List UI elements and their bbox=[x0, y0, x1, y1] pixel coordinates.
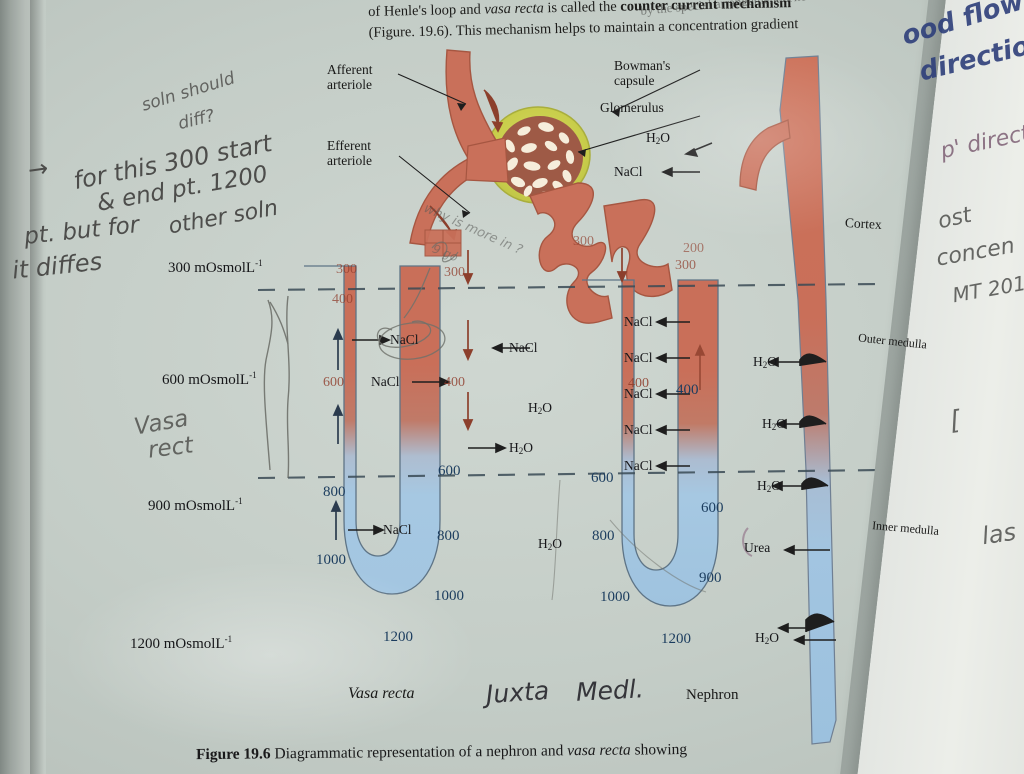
dct-number-200: 200 bbox=[683, 241, 704, 256]
label-afferent-arteriole: Afferent arteriole bbox=[327, 62, 372, 92]
nacl-nephron-2: NaCl bbox=[624, 350, 653, 365]
osm-900-sup: -1 bbox=[235, 496, 243, 506]
nacl-label-vr3: NaCl bbox=[383, 522, 412, 537]
osmolarity-1200: 1200 mOsmolL-1 bbox=[130, 634, 232, 653]
nacl-top-right: NaCl bbox=[614, 164, 643, 179]
h2o-cd-3: H2O bbox=[757, 478, 781, 494]
handwriting-top-1: soln should bbox=[139, 68, 238, 116]
page-glare-top bbox=[600, 40, 920, 240]
h2o-cd-4: H2O bbox=[755, 630, 779, 646]
label-efferent-arteriole: Efferent arteriole bbox=[327, 138, 372, 168]
afferent-line1: Afferent bbox=[327, 62, 373, 77]
bowmans-line2: capsule bbox=[614, 73, 655, 88]
handwriting-right-pencil-5: las bbox=[980, 517, 1018, 551]
osm-300-value: 300 mOsmolL bbox=[168, 260, 256, 276]
nacl-label-vr-out: NaCl bbox=[390, 332, 419, 347]
pct-number-300: 300 bbox=[573, 234, 594, 249]
handwriting-note-line3: other soln bbox=[166, 195, 280, 240]
nephron-number-400-asc: 400 bbox=[676, 382, 699, 398]
nephron-number-800-desc: 800 bbox=[592, 528, 615, 544]
nephron-number-600-desc: 600 bbox=[591, 470, 614, 486]
bowmans-line1: Bowman's bbox=[614, 58, 671, 73]
vr-number-800: 800 bbox=[323, 484, 346, 500]
nacl-nephron-3: NaCl bbox=[624, 386, 653, 401]
body-text-line1b: is called the bbox=[543, 0, 621, 17]
vr-number-1000-right: 1000 bbox=[434, 588, 464, 604]
nacl-nephron-1: NaCl bbox=[624, 314, 653, 329]
h2o-2: 2 bbox=[537, 406, 543, 416]
caption-vasa-recta: vasa recta bbox=[567, 741, 631, 760]
nephron-number-600-asc: 600 bbox=[701, 500, 724, 516]
page-glare-bottom bbox=[60, 560, 480, 750]
handwriting-juxta: Juxta bbox=[485, 675, 551, 710]
notebook-binding bbox=[0, 0, 46, 774]
handwriting-arrow: → bbox=[26, 153, 50, 185]
h2o-label-out-desc: H2O bbox=[509, 440, 533, 456]
h2o-cd-1: H2O bbox=[753, 354, 777, 370]
vr-number-600: 600 bbox=[323, 375, 344, 390]
handwriting-why-note2: 9 go bbox=[430, 241, 461, 265]
urea-label: Urea bbox=[744, 540, 771, 555]
osm-900-value: 900 mOsmolL bbox=[148, 498, 236, 514]
figure-number: Figure 19.6 bbox=[195, 745, 271, 764]
vr-number-600-right: 600 bbox=[438, 463, 461, 479]
h2o-cd-2: H2O bbox=[762, 416, 786, 432]
nephron-number-300-asc: 300 bbox=[675, 258, 696, 273]
label-cortex: Cortex bbox=[844, 215, 883, 232]
nacl-nephron-5: NaCl bbox=[624, 458, 653, 473]
nacl-nephron-4: NaCl bbox=[624, 422, 653, 437]
h2o-label-inner-left: H2O bbox=[538, 536, 562, 552]
nacl-label-vr2: NaCl bbox=[371, 374, 400, 389]
h2o-top-right: H2O bbox=[646, 130, 670, 146]
nephron-number-1200: 1200 bbox=[661, 631, 691, 647]
efferent-line1: Efferent bbox=[327, 138, 371, 153]
handwriting-top-2: diff? bbox=[176, 105, 217, 135]
vr-number-300: 300 bbox=[336, 262, 357, 277]
osmolarity-300: 300 mOsmolL-1 bbox=[168, 258, 263, 277]
osmolarity-600: 600 mOsmolL-1 bbox=[162, 370, 257, 389]
vr-number-400: 400 bbox=[332, 292, 353, 307]
body-text-vasa-recta-italic: vasa recta bbox=[484, 0, 544, 18]
h2o-label-left-mid: H2O bbox=[528, 400, 552, 416]
osm-1200-value: 1200 mOsmolL bbox=[130, 636, 225, 652]
label-glomerulus: Glomerulus bbox=[600, 100, 664, 115]
caption-text-a: Diagrammatic representation of a nephron… bbox=[270, 742, 568, 763]
h2o-h: H bbox=[528, 400, 538, 415]
vr-number-300-right: 300 bbox=[444, 265, 465, 280]
handwriting-margin-rect: rect bbox=[146, 432, 195, 464]
label-vasa-recta: Vasa recta bbox=[348, 685, 415, 702]
nephron-number-400-desc: 400 bbox=[628, 376, 649, 391]
label-bowmans-capsule: Bowman's capsule bbox=[614, 58, 670, 88]
afferent-line2: arteriole bbox=[327, 77, 372, 92]
body-text-line1a: of Henle's loop and bbox=[368, 1, 485, 20]
nephron-number-1000-desc: 1000 bbox=[600, 589, 630, 605]
osm-1200-sup: -1 bbox=[224, 634, 233, 644]
vr-number-1000: 1000 bbox=[316, 552, 346, 568]
label-nephron: Nephron bbox=[686, 687, 739, 703]
caption-text-b: showing bbox=[630, 740, 688, 759]
osm-300-sup: -1 bbox=[255, 258, 263, 268]
vr-number-400-right: 400 bbox=[444, 375, 465, 390]
nephron-number-900-asc: 900 bbox=[699, 570, 722, 586]
nacl-label-into-desc: NaCl bbox=[509, 340, 538, 355]
osmolarity-900: 900 mOsmolL-1 bbox=[148, 496, 243, 515]
efferent-line2: arteriole bbox=[327, 153, 372, 168]
vr-number-1200: 1200 bbox=[383, 629, 413, 645]
binding-shadow bbox=[30, 0, 44, 774]
body-text-line2: (Figure. 19.6). This mechanism helps to … bbox=[368, 15, 799, 41]
osm-600-value: 600 mOsmolL bbox=[162, 372, 250, 388]
osm-600-sup: -1 bbox=[249, 370, 257, 380]
handwriting-medul: Medl. bbox=[575, 674, 645, 707]
vr-number-800-right: 800 bbox=[437, 528, 460, 544]
h2o-o: O bbox=[542, 400, 552, 415]
